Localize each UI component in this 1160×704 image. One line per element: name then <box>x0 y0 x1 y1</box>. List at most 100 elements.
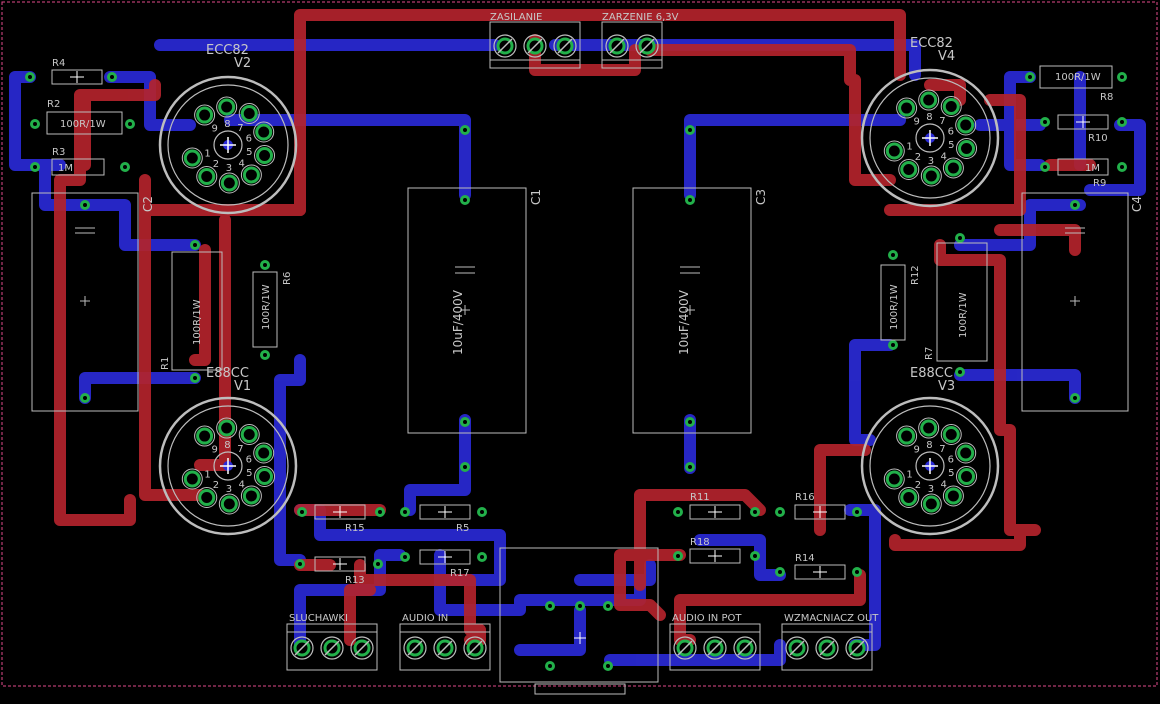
tube-pin-pad <box>242 487 260 505</box>
tube-v2-type: ECC82 <box>206 43 249 58</box>
tube-pin-pad <box>920 91 938 109</box>
resistor-r10: R10 <box>1040 114 1127 144</box>
tube-pin-pad <box>198 489 216 507</box>
tube-pin-number: 2 <box>915 480 921 491</box>
connector-headphones: SLUCHAWKI <box>286 613 378 671</box>
tube-pin-ring <box>896 425 918 447</box>
tube-pin-number: 8 <box>926 112 932 123</box>
tube-pin-pad <box>898 427 916 445</box>
resistor-r6: 100R/1W R6 <box>252 260 293 360</box>
tube-v4-ref: V4 <box>938 49 955 64</box>
resistor-r1: 100R/1W R1 <box>160 240 223 383</box>
tube-pin-pad <box>957 116 975 134</box>
r3-value: 1M <box>58 163 73 174</box>
c2-ref: C2 <box>141 196 155 212</box>
tube-pin-number: 9 <box>913 445 919 456</box>
tube-pin-ring <box>955 114 977 136</box>
bottom-traces <box>9 39 1146 666</box>
tube-pin-number: 8 <box>224 440 230 451</box>
tube-pin-number: 5 <box>246 147 252 158</box>
tube-pin-number: 5 <box>246 468 252 479</box>
c4-ref: C4 <box>1130 196 1144 212</box>
tube-pin-pad <box>196 427 214 445</box>
terminal-screw <box>350 636 374 660</box>
terminal-screw-slot <box>527 38 543 54</box>
tube-pin-pad <box>240 425 258 443</box>
tube-pin-pad <box>958 467 976 485</box>
connector-headphones-label: SLUCHAWKI <box>289 613 348 624</box>
terminal-screw <box>320 636 344 660</box>
c3-ref: C3 <box>754 189 768 205</box>
potentiometer-footprint <box>499 547 659 695</box>
connector-heater: ZARZENIE 6,3V <box>601 12 679 69</box>
tube-pin-ring <box>253 442 275 464</box>
tube-pin-pad <box>255 444 273 462</box>
capacitor-c3: C3 10uF/400V <box>632 187 768 434</box>
tube-pin-ring <box>920 493 942 515</box>
terminal-screw <box>635 34 659 58</box>
r13-ref: R13 <box>345 575 365 586</box>
resistor-r3: 1M R3 <box>30 147 130 176</box>
resistor-r18: R18 <box>673 537 760 564</box>
tube-pin-ring <box>918 89 940 111</box>
tube-pin-pad <box>183 470 201 488</box>
tube-pin-ring <box>194 425 216 447</box>
tube-pin-number: 3 <box>226 484 232 495</box>
tube-pin-pad <box>958 139 976 157</box>
tube-pin-number: 3 <box>928 484 934 495</box>
r12-value: 100R/1W <box>889 284 900 330</box>
tube-pin-number: 6 <box>246 133 252 144</box>
tube-pin-pad <box>920 419 938 437</box>
terminal-screw-slot <box>789 640 805 656</box>
tube-pin-pad <box>885 470 903 488</box>
terminal-screw <box>785 636 809 660</box>
tube-pin-ring <box>196 487 218 509</box>
capacitor-c2: C2 <box>31 192 155 412</box>
tube-pin-number: 6 <box>948 454 954 465</box>
r4-ref: R4 <box>52 58 65 69</box>
tube-pin-ring <box>181 468 203 490</box>
terminal-screw <box>523 34 547 58</box>
r9-value: 1M <box>1085 163 1100 174</box>
terminal-screw-slot <box>407 640 423 656</box>
r11-ref: R11 <box>690 492 710 503</box>
tube-pin-ring <box>956 465 978 487</box>
tube-pin-ring <box>940 423 962 445</box>
resistor-r4: R4 <box>25 58 117 85</box>
r2-value: 100R/1W <box>60 119 106 130</box>
resistor-r16: R16 <box>775 492 862 520</box>
tube-pin-pad <box>942 425 960 443</box>
tube-pin-ring <box>883 468 905 490</box>
tube-pin-number: 7 <box>237 444 243 455</box>
tube-pin-pad <box>198 168 216 186</box>
tube-pin-pad <box>183 149 201 167</box>
tube-pin-ring <box>898 487 920 509</box>
tube-pin-ring <box>955 442 977 464</box>
tube-pin-number: 8 <box>224 119 230 130</box>
tube-pin-number: 7 <box>939 116 945 127</box>
terminal-screw <box>463 636 487 660</box>
terminal-screw <box>703 636 727 660</box>
r12-ref: R12 <box>910 265 921 285</box>
resistor-r14: R14 <box>775 553 862 580</box>
r17-ref: R17 <box>450 568 470 579</box>
tube-pin-ring <box>216 417 238 439</box>
tube-pin-number: 2 <box>213 480 219 491</box>
tube-pin-ring <box>196 166 218 188</box>
tube-pin-number: 1 <box>906 142 912 153</box>
tube-pin-ring <box>216 96 238 118</box>
tube-pin-pad <box>240 104 258 122</box>
tube-pin-ring <box>254 144 276 166</box>
tube-pin-number: 9 <box>913 117 919 128</box>
tube-pin-ring <box>194 104 216 126</box>
tube-pin-ring <box>918 417 940 439</box>
resistor-r2: 100R/1W R2 <box>30 99 135 135</box>
board-outline <box>1 1 1158 687</box>
terminal-screw <box>433 636 457 660</box>
tube-pin-ring <box>940 95 962 117</box>
tube-v3-type: E88CC <box>910 366 953 381</box>
terminal-screw-slot <box>497 38 513 54</box>
tube-pin-number: 1 <box>204 149 210 160</box>
